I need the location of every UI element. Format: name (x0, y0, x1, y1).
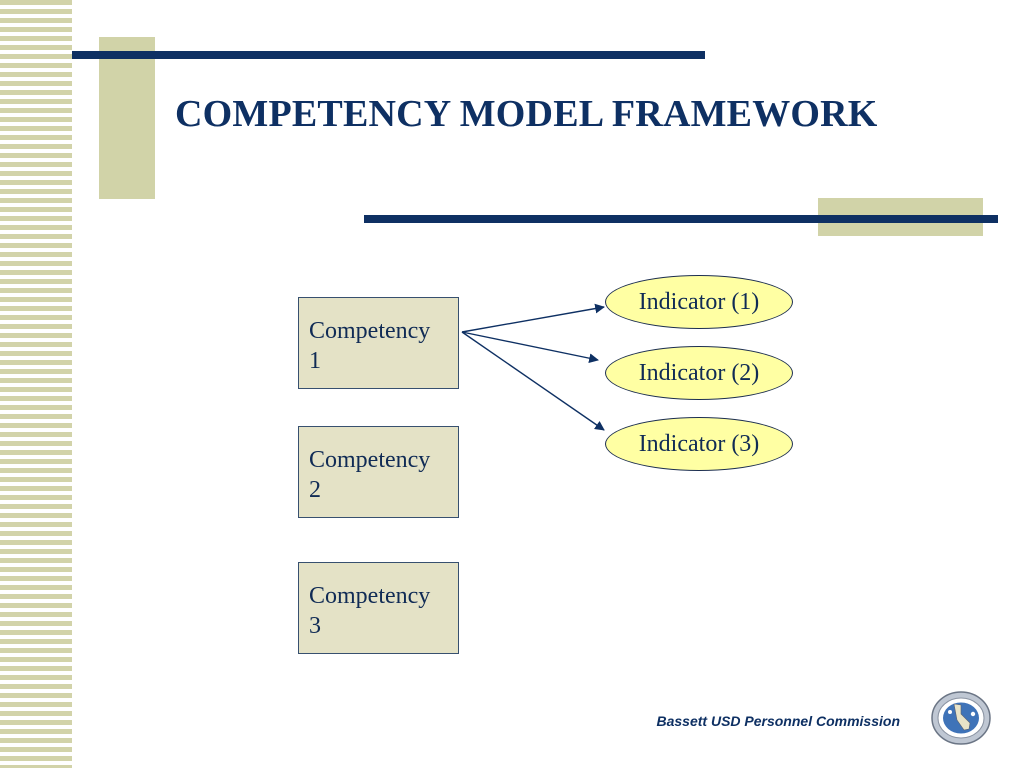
title-rule-bottom (364, 215, 998, 223)
indicator-ellipse-1: Indicator (1) (605, 275, 793, 329)
left-stripe-band (0, 0, 72, 768)
connector-arrow-1 (461, 303, 605, 333)
competency-number: 3 (309, 613, 321, 639)
slide-title: COMPETENCY MODEL FRAMEWORK (175, 93, 878, 135)
indicator-label: Indicator (3) (638, 430, 760, 457)
indicator-ellipse-2: Indicator (2) (605, 346, 793, 400)
competency-box-2: Competency 2 (298, 426, 459, 518)
competency-label: Competency (309, 318, 431, 344)
competency-box-3: Competency 3 (298, 562, 459, 654)
competency-number: 1 (309, 348, 321, 374)
title-rule-top (72, 51, 705, 59)
indicator-label: Indicator (2) (638, 359, 760, 386)
footer-organization: Bassett USD Personnel Commission (656, 713, 900, 729)
connector-arrow-2 (461, 331, 599, 364)
indicator-label: Indicator (1) (638, 288, 760, 315)
olive-accent-block-top (99, 37, 155, 199)
competency-label: Competency (309, 583, 431, 609)
connector-arrow-3 (461, 331, 605, 431)
competency-box-1: Competency 1 (298, 297, 459, 389)
competency-number: 2 (309, 477, 321, 503)
district-seal-icon (931, 691, 991, 745)
indicator-ellipse-3: Indicator (3) (605, 417, 793, 471)
competency-label: Competency (309, 447, 431, 473)
